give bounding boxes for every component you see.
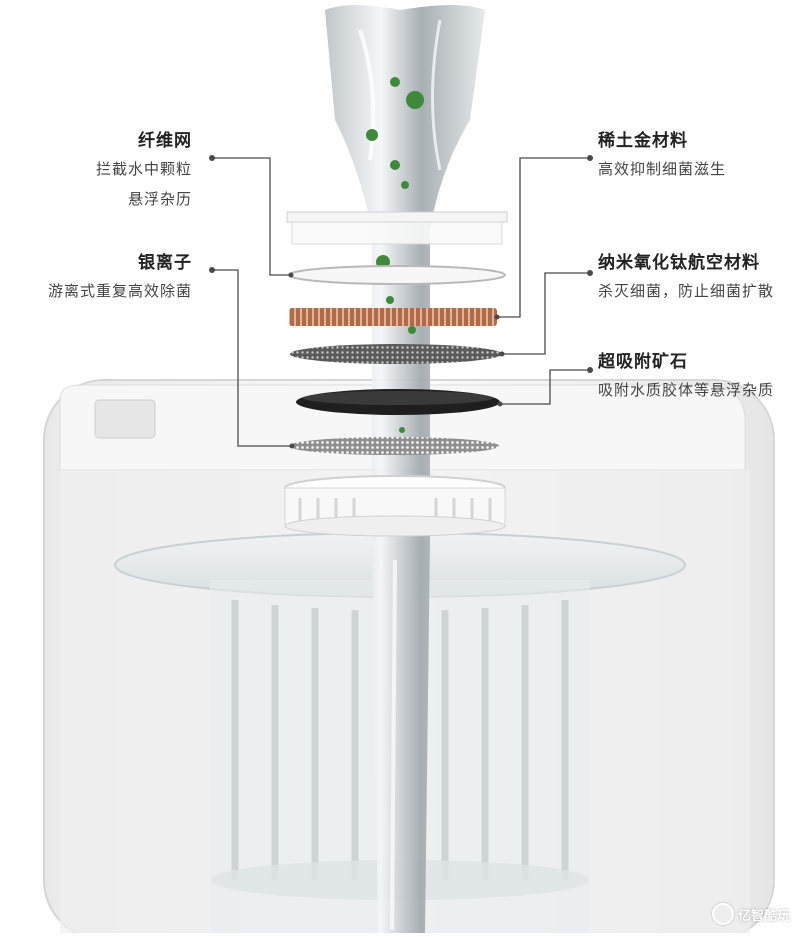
leader-dots [209,155,593,449]
label-rare-earth-line1: 高效抑制细菌滋生 [598,160,727,179]
label-rare-earth-title: 稀土金材料 [598,131,688,151]
label-mineral: 超吸附矿石 吸附水质胶体等悬浮杂质 [598,352,774,399]
label-silver-line1: 游离式重复高效除菌 [47,282,192,301]
label-fiber-line2: 悬浮杂历 [127,190,192,209]
control-panel [94,399,156,439]
watermark: 亿智酷玩 [711,903,790,925]
label-silver-ion: 银离子 游离式重复高效除菌 [48,253,192,300]
top-cap-layer [286,211,508,245]
nano-titanium-layer [290,344,502,364]
filter-stack [284,211,508,537]
label-nano-titanium: 纳米氧化钛航空材料 杀灭细菌，防止细菌扩散 [598,253,774,300]
water-stream [325,5,485,933]
label-fiber-title: 纤维网 [138,131,192,151]
label-nano-line1: 杀灭细菌，防止细菌扩散 [598,282,775,301]
label-fiber-mesh: 纤维网 拦截水中颗粒 悬浮杂历 [96,131,192,208]
label-silver-title: 银离子 [138,253,192,273]
label-mineral-line1: 吸附水质胶体等悬浮杂质 [598,381,775,400]
silver-ion-layer [289,437,499,455]
leader-lines [212,157,590,447]
mineral-layer [296,389,500,415]
watermark-logo-icon [711,903,734,925]
rare-earth-layer [289,308,497,326]
label-fiber-line1: 拦截水中颗粒 [95,160,192,179]
bottom-grill [284,475,506,537]
label-mineral-title: 超吸附矿石 [598,352,688,372]
watermark-text: 亿智酷玩 [737,908,790,924]
label-rare-earth: 稀土金材料 高效抑制细菌滋生 [598,131,726,178]
label-nano-title: 纳米氧化钛航空材料 [598,253,760,273]
fiber-mesh-layer [288,265,506,285]
